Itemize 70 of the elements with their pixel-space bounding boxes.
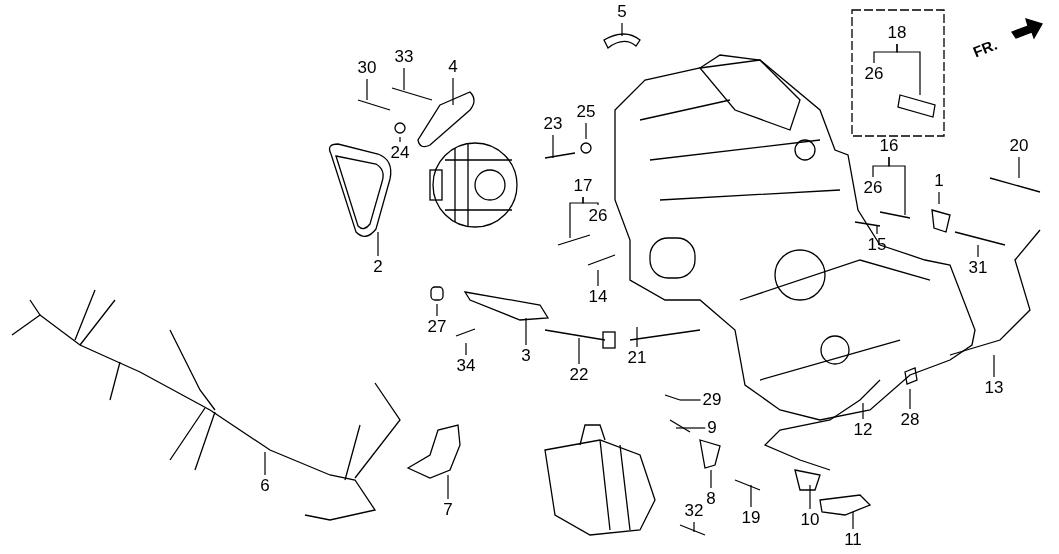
- callout-number: 13: [984, 379, 1004, 397]
- callout-number: 8: [706, 490, 716, 508]
- callout-number: 14: [588, 288, 608, 306]
- leader-line: [436, 303, 438, 317]
- callout-number: 23: [543, 115, 563, 133]
- leader-line: [377, 231, 379, 257]
- callout-number: 15: [867, 236, 887, 254]
- callout-number: 12: [853, 421, 873, 439]
- leader-line: [452, 77, 454, 106]
- callout-number: 33: [394, 48, 414, 66]
- callout-number: 1: [934, 172, 944, 190]
- leader-line: [621, 22, 623, 37]
- leader-line: [582, 196, 599, 206]
- callout-number: 7: [443, 501, 453, 519]
- callout-number: 26: [588, 207, 608, 225]
- direction-label: FR.: [970, 35, 1000, 61]
- leader-line: [1018, 156, 1020, 179]
- leader-line: [578, 337, 580, 365]
- callout-number: 10: [800, 511, 820, 529]
- callout-number: 16: [879, 137, 899, 155]
- leader-line: [750, 484, 752, 508]
- callout-number: 21: [627, 349, 647, 367]
- callout-number: 29: [702, 391, 722, 409]
- leader-line: [710, 469, 712, 489]
- callout-number: 34: [456, 357, 476, 375]
- callout-number: 17: [573, 177, 593, 195]
- leader-line: [465, 342, 467, 356]
- callout-number: 6: [260, 477, 270, 495]
- callout-number: 4: [448, 58, 458, 76]
- leader-line: [447, 474, 449, 500]
- leader-line: [809, 484, 811, 510]
- leader-line: [938, 191, 940, 205]
- callout-number: 20: [1009, 137, 1029, 155]
- leader-line: [852, 511, 854, 530]
- leader-line: [862, 402, 864, 420]
- callout-number: 30: [357, 59, 377, 77]
- leader-line: [909, 388, 911, 410]
- callout-number: 25: [576, 103, 596, 121]
- callout-number: 22: [569, 366, 589, 384]
- callout-number: 32: [684, 502, 704, 520]
- leader-line: [264, 451, 266, 476]
- callout-number: 26: [863, 179, 883, 197]
- leader-line: [679, 399, 702, 401]
- leader-line: [597, 269, 599, 287]
- leader-line: [896, 43, 921, 96]
- callout-number: 28: [900, 411, 920, 429]
- callout-number: 31: [968, 259, 988, 277]
- callout-number: 3: [521, 347, 531, 365]
- leader-line: [876, 224, 878, 235]
- leader-line: [525, 317, 527, 346]
- callout-number: 18: [887, 24, 907, 42]
- leader-line: [636, 326, 638, 348]
- leader-line: [675, 427, 706, 429]
- leader-line: [693, 521, 695, 533]
- leader-line: [403, 67, 405, 91]
- callout-number: 2: [373, 258, 383, 276]
- leader-line: [585, 122, 587, 140]
- callout-number: 5: [617, 3, 627, 21]
- leader-line: [977, 244, 979, 258]
- leader-line: [552, 134, 554, 159]
- callout-number: 24: [390, 144, 410, 162]
- leader-line: [993, 354, 995, 378]
- callout-number: 27: [427, 318, 447, 336]
- leader-line: [888, 156, 906, 216]
- callout-number: 11: [844, 531, 862, 549]
- callout-number: 9: [707, 419, 717, 437]
- leader-line: [399, 136, 401, 143]
- callout-number: 26: [864, 65, 884, 83]
- leader-line: [366, 78, 368, 101]
- callout-number: 19: [741, 509, 761, 527]
